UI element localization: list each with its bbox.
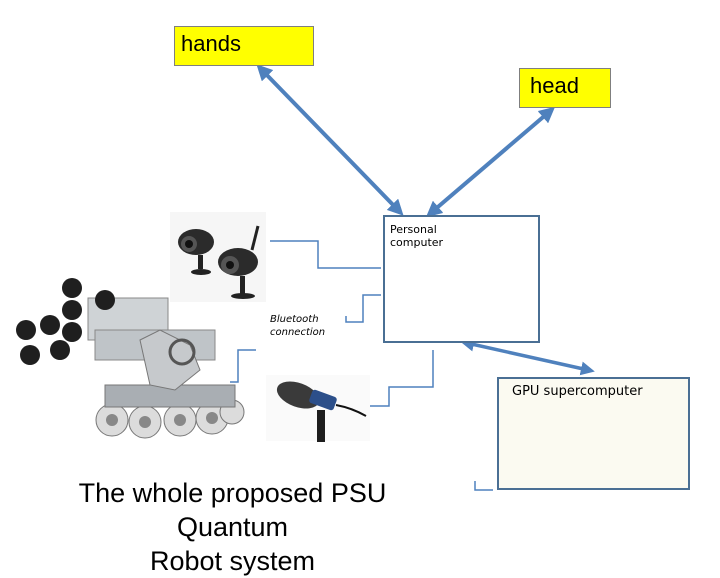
arrow-lines xyxy=(256,64,595,376)
connector-lines xyxy=(230,240,493,491)
personal-computer-label: Personal computer xyxy=(390,223,444,249)
robot-icon xyxy=(16,278,245,439)
arrow-head-pc xyxy=(425,106,556,218)
gpu-supercomputer-frame xyxy=(497,377,690,490)
arrow-hands-pc xyxy=(256,64,404,216)
gpu-supercomputer-label: GPU supercomputer xyxy=(512,384,643,399)
caption-line-2: Robot system xyxy=(149,546,316,576)
head-label: head xyxy=(519,68,611,108)
system-caption: The whole proposed PSU Quantum Robot sys… xyxy=(20,476,445,578)
microphone-icon xyxy=(266,375,370,442)
caption-line-1: The whole proposed PSU Quantum xyxy=(78,478,387,542)
bluetooth-connection-label: Bluetooth connection xyxy=(270,313,326,339)
webcam-icon xyxy=(170,212,266,302)
hands-label: hands xyxy=(174,26,314,66)
arrow-pc-gpu xyxy=(460,337,595,376)
